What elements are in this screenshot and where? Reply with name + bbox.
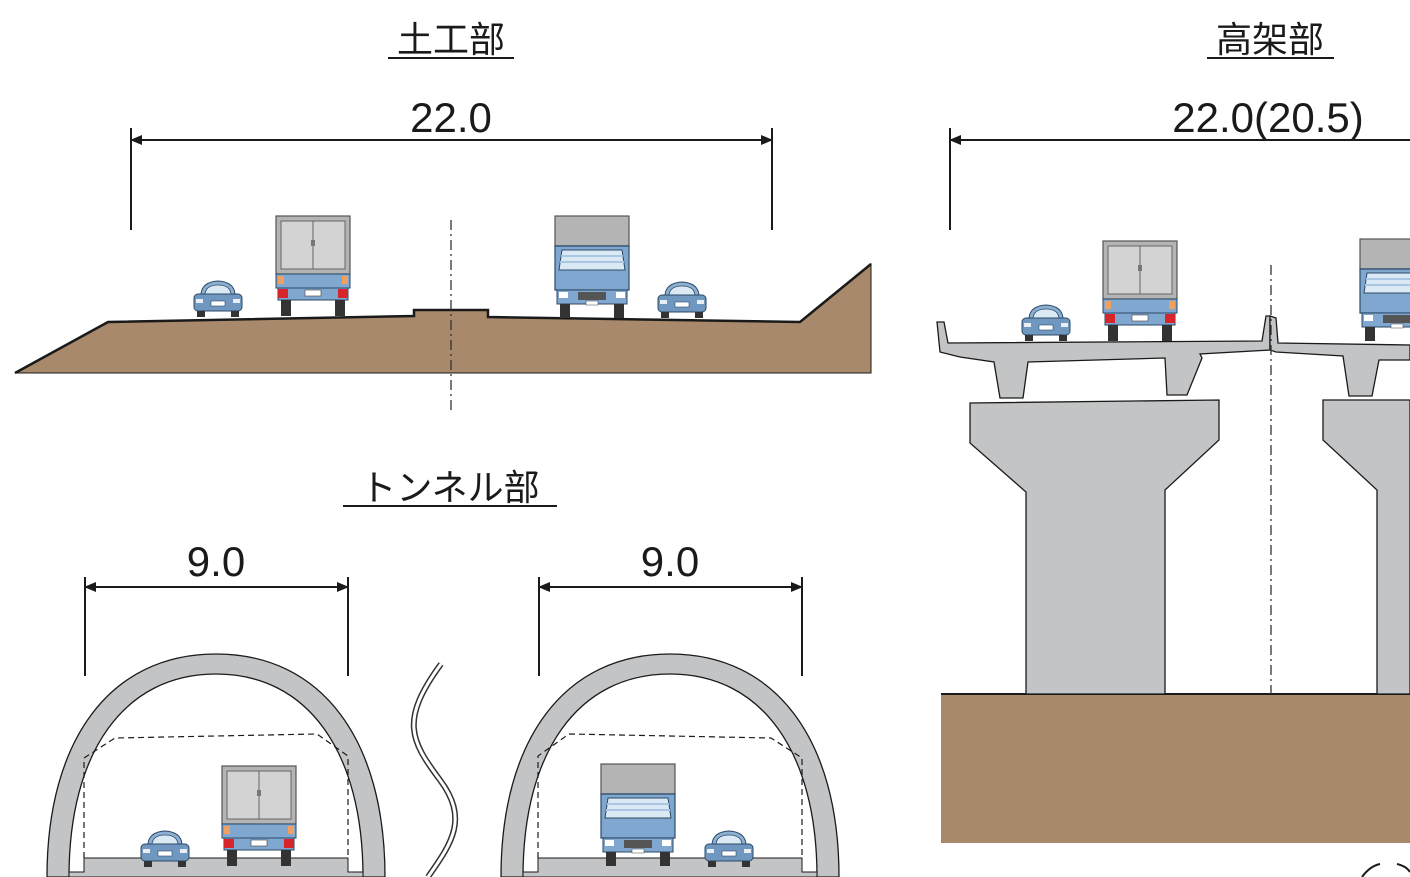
car-icon	[193, 280, 243, 318]
earthwork-section: 土工部 22.0	[14, 20, 872, 410]
viaduct-section: 高架部 22.0(20.5)	[936, 20, 1410, 877]
tunnel-left-lining	[46, 653, 386, 877]
truck-rear-icon	[1102, 240, 1178, 342]
tunnel-right-lining	[500, 653, 840, 877]
viaduct-title: 高架部	[1216, 20, 1324, 61]
truck-rear-icon	[221, 765, 297, 867]
tunnel-title: トンネル部	[360, 468, 539, 509]
car-icon	[1021, 304, 1071, 342]
earthwork-embankment	[14, 262, 872, 374]
tunnel-right-width-label: 9.0	[641, 538, 699, 585]
truck-front-icon	[1359, 238, 1410, 342]
viaduct-pier-left	[969, 399, 1220, 695]
viaduct-width-label: 22.0(20.5)	[1172, 94, 1363, 141]
car-icon	[657, 281, 707, 319]
viaduct-note-bracket	[1361, 863, 1410, 877]
truck-rear-icon	[275, 215, 351, 317]
truck-front-icon	[554, 215, 630, 319]
tunnel-section: トンネル部 9.0 9.0	[46, 468, 840, 877]
viaduct-pier-right	[1322, 399, 1410, 695]
viaduct-deck-left	[936, 315, 1271, 399]
earthwork-width-label: 22.0	[410, 94, 492, 141]
break-line-icon	[410, 662, 459, 877]
viaduct-ground	[941, 694, 1410, 843]
viaduct-deck-right	[1269, 315, 1410, 397]
earthwork-title: 土工部	[397, 20, 505, 61]
truck-front-icon	[600, 763, 676, 867]
tunnel-left-width-label: 9.0	[187, 538, 245, 585]
